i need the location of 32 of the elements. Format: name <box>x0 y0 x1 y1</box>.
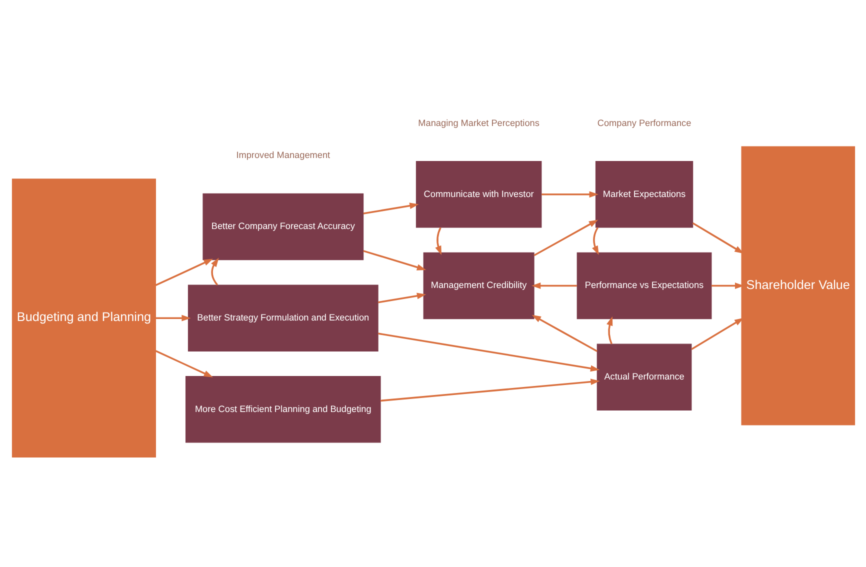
arrow <box>155 314 190 321</box>
arrow <box>592 226 598 254</box>
label: Managing Market Perceptions <box>418 117 539 128</box>
arrow <box>692 222 744 254</box>
node-box: Better Company Forecast Accuracy <box>202 192 364 260</box>
arrow <box>362 250 426 270</box>
arrow <box>154 258 213 286</box>
node-box: Actual Performance <box>596 343 692 410</box>
node-box: More Cost Efficient Planning and Budgeting <box>184 376 380 442</box>
arrow <box>533 219 598 256</box>
arrow <box>362 202 418 214</box>
node-box: Budgeting and Planning <box>11 178 156 458</box>
node-box: Performance vs Expectations <box>576 252 712 319</box>
arrow <box>377 332 600 372</box>
label: Company Performance <box>596 117 691 128</box>
node-box: Communicate with Investor <box>415 160 542 228</box>
arrow <box>378 292 426 303</box>
arrow <box>541 190 598 198</box>
label: Improved Management <box>236 150 330 160</box>
arrow <box>606 316 612 344</box>
node-box: Market Expectations <box>594 160 693 228</box>
arrow <box>434 226 442 255</box>
node-box: Better Strategy Formulation and Execution <box>187 284 378 351</box>
arrow <box>710 282 744 288</box>
arrow <box>380 378 600 402</box>
node-box: Management Credibility <box>422 252 534 319</box>
node-box: Shareholder Value <box>740 146 855 425</box>
arrow <box>530 282 576 288</box>
arrow <box>690 317 744 350</box>
arrow <box>210 257 218 285</box>
arrow <box>531 314 598 352</box>
arrow <box>154 350 213 377</box>
